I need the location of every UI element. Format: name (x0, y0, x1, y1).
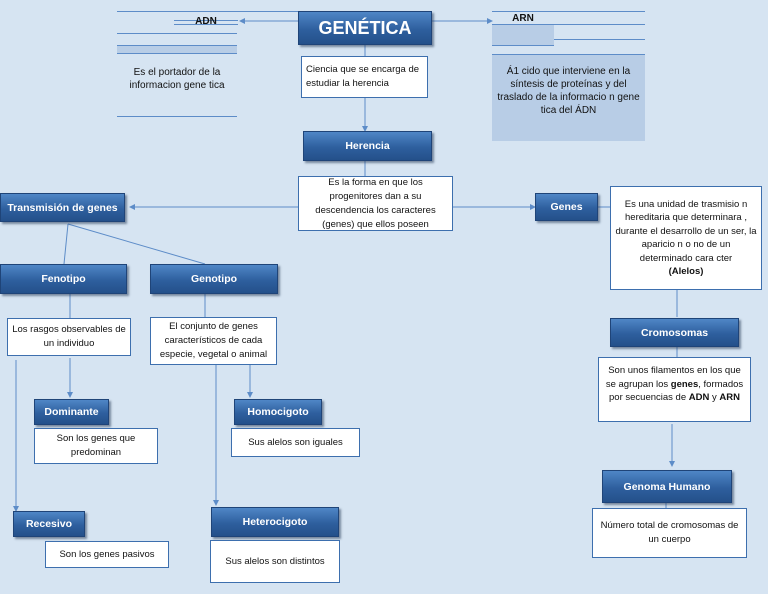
genes-header: Genes (535, 193, 598, 221)
title-genetica: GENÉTICA (298, 11, 432, 45)
arn-line-top (492, 11, 645, 12)
adn-line-end (117, 116, 237, 117)
heterocigoto-desc: Sus alelos son distintos (210, 540, 340, 583)
adn-line-top (117, 11, 298, 12)
adn-bar (117, 45, 237, 54)
cromosomas-desc-y: y (709, 392, 720, 403)
arn-desc-panel (492, 54, 645, 141)
arn-desc: Á1 cido que interviene en la síntesis de… (497, 66, 640, 116)
cromosomas-desc-mid: , formados por secuencias de (609, 378, 744, 404)
arn-line-right (554, 39, 645, 40)
herencia-desc: Es la forma en que los progenitores dan … (298, 176, 453, 231)
fenotipo-desc: Los rasgos observables de un individuo (7, 318, 131, 356)
genotipo-header: Genotipo (150, 264, 278, 294)
cromosomas-desc-genes: genes (670, 378, 699, 390)
genoma-header: Genoma Humano (602, 470, 732, 503)
cromosomas-desc-arn: ARN (719, 392, 740, 403)
recesivo-header: Recesivo (13, 511, 85, 537)
dominante-header: Dominante (34, 399, 109, 425)
heterocigoto-header: Heterocigoto (211, 507, 339, 537)
adn-line-bottom (117, 33, 237, 34)
genes-desc: Es una unidad de trasmisio n hereditaria… (610, 186, 762, 290)
cromosomas-desc-adn: ADN (688, 392, 710, 403)
transmision-header: Transmisión de genes (0, 193, 125, 222)
adn-line-mid (174, 20, 238, 21)
homocigoto-desc: Sus alelos son iguales (231, 428, 360, 457)
arn-line-mid (492, 24, 645, 25)
genes-desc-alelos: (Alelos) (668, 266, 704, 277)
adn-line-mid2 (174, 24, 238, 25)
arn-bar (492, 25, 554, 46)
recesivo-desc: Son los genes pasivos (45, 541, 169, 568)
cromosomas-header: Cromosomas (610, 318, 739, 347)
adn-desc: Es el portador de la informacion gene ti… (129, 67, 225, 91)
definition-box: Ciencia que se encarga de estudiar la he… (301, 56, 428, 98)
adn-label: ADN (195, 16, 217, 27)
genotipo-desc: El conjunto de genes característicos de … (150, 317, 277, 365)
genoma-desc: Número total de cromosomas de un cuerpo (592, 508, 747, 558)
genes-desc-text: Es una unidad de trasmisio n hereditaria… (615, 198, 757, 264)
fenotipo-header: Fenotipo (0, 264, 127, 294)
dominante-desc: Son los genes que predominan (34, 428, 158, 464)
cromosomas-desc-pre: Son unos filamentos en los que se agrupa… (605, 365, 741, 390)
cromosomas-desc: Son unos filamentos en los que se agrupa… (598, 357, 751, 422)
arn-label: ARN (512, 13, 534, 24)
homocigoto-header: Homocigoto (234, 399, 322, 425)
herencia-header: Herencia (303, 131, 432, 161)
